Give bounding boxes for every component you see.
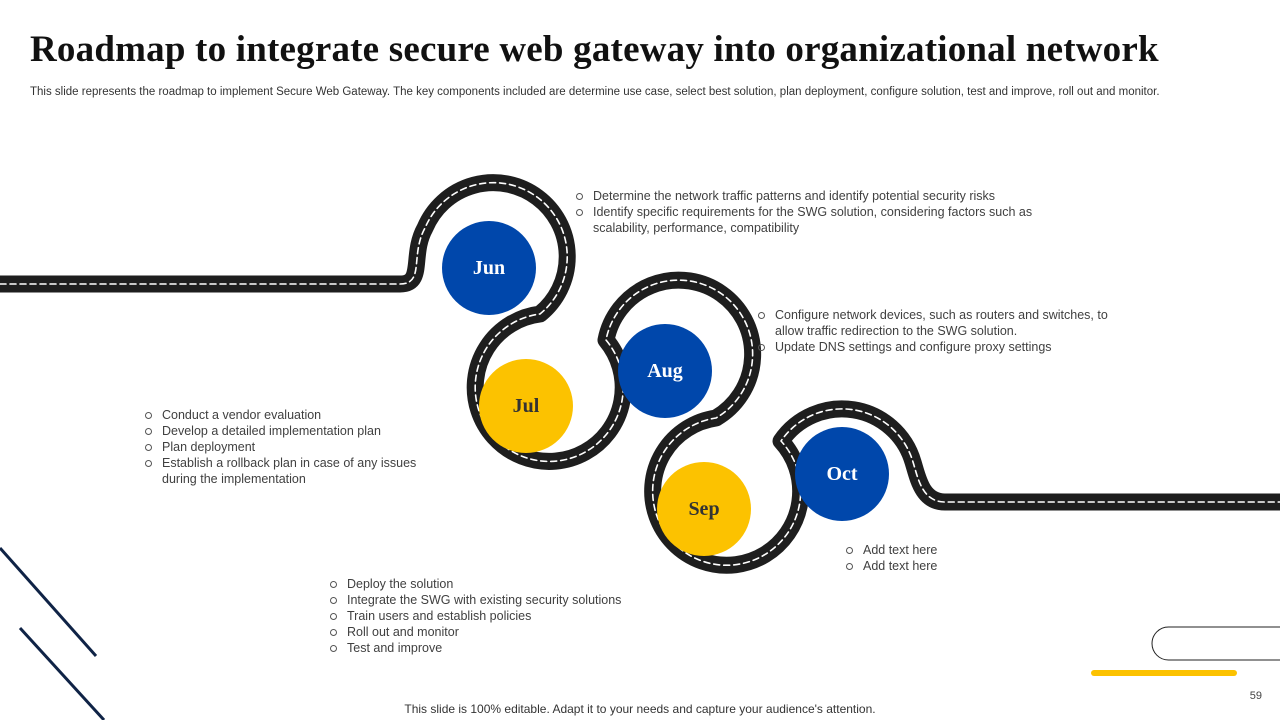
list-item: Plan deployment	[144, 439, 444, 455]
milestone-sep: Sep	[657, 462, 751, 556]
slide-footer: This slide is 100% editable. Adapt it to…	[404, 702, 876, 716]
milestone-aug: Aug	[618, 324, 712, 418]
list-item: Conduct a vendor evaluation	[144, 407, 444, 423]
decorative-pill-outline	[1151, 626, 1280, 661]
notes-oct: Add text here Add text here	[845, 542, 1045, 574]
list-item: Add text here	[845, 542, 1045, 558]
list-item: Identify specific requirements for the S…	[575, 204, 1035, 236]
page-number: 59	[1249, 690, 1262, 702]
milestone-jun: Jun	[442, 221, 536, 315]
list-item: Determine the network traffic patterns a…	[575, 188, 1035, 204]
notes-sep: Deploy the solution Integrate the SWG wi…	[329, 576, 669, 656]
list-item: Develop a detailed implementation plan	[144, 423, 444, 439]
notes-jun: Determine the network traffic patterns a…	[575, 188, 1035, 236]
list-item: Configure network devices, such as route…	[757, 307, 1132, 339]
decorative-navy-lines	[0, 547, 106, 720]
list-item: Train users and establish policies	[329, 608, 669, 624]
milestone-oct: Oct	[795, 427, 889, 521]
slide-subtitle: This slide represents the roadmap to imp…	[30, 86, 1160, 98]
list-item: Update DNS settings and configure proxy …	[757, 339, 1132, 355]
list-item: Roll out and monitor	[329, 624, 669, 640]
milestone-jul: Jul	[479, 359, 573, 453]
slide-title: Roadmap to integrate secure web gateway …	[30, 29, 1159, 70]
list-item: Test and improve	[329, 640, 669, 656]
list-item: Establish a rollback plan in case of any…	[144, 455, 444, 487]
decorative-yellow-bar	[1091, 670, 1237, 676]
list-item: Deploy the solution	[329, 576, 669, 592]
notes-jul: Conduct a vendor evaluation Develop a de…	[144, 407, 444, 487]
notes-aug: Configure network devices, such as route…	[757, 307, 1132, 355]
list-item: Integrate the SWG with existing security…	[329, 592, 669, 608]
list-item: Add text here	[845, 558, 1045, 574]
